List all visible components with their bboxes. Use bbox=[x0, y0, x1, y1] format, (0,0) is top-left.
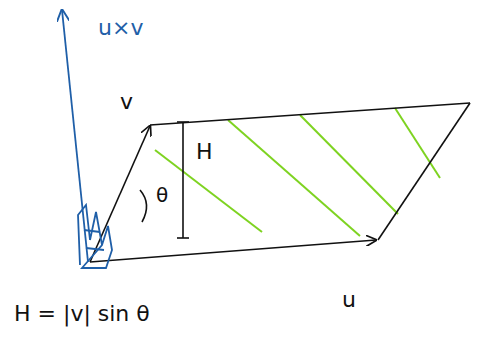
top-edge bbox=[150, 103, 470, 125]
height-label: H bbox=[194, 140, 215, 164]
height-tick bbox=[177, 237, 189, 239]
hatch-line bbox=[228, 120, 360, 236]
vector-uxv bbox=[62, 10, 88, 262]
parallelogram bbox=[90, 103, 470, 262]
cross-product bbox=[62, 10, 112, 268]
height-line bbox=[182, 122, 184, 238]
area-hatching bbox=[155, 108, 440, 236]
vector-label: v bbox=[118, 90, 135, 114]
height-tick bbox=[177, 121, 189, 123]
angle-label: θ bbox=[154, 184, 170, 206]
angle-arc bbox=[140, 190, 147, 222]
formula-label: H = |v| sin θ bbox=[12, 302, 152, 326]
vector-v bbox=[90, 126, 150, 262]
hatch-line bbox=[395, 108, 440, 178]
vector-u bbox=[90, 240, 376, 262]
right-hand-sketch bbox=[84, 230, 104, 250]
right-hand-sketch bbox=[78, 205, 112, 268]
vector-label: u×v bbox=[96, 16, 145, 40]
vector-label: u bbox=[340, 288, 358, 312]
hatch-line bbox=[300, 115, 398, 214]
right-edge bbox=[378, 103, 470, 240]
